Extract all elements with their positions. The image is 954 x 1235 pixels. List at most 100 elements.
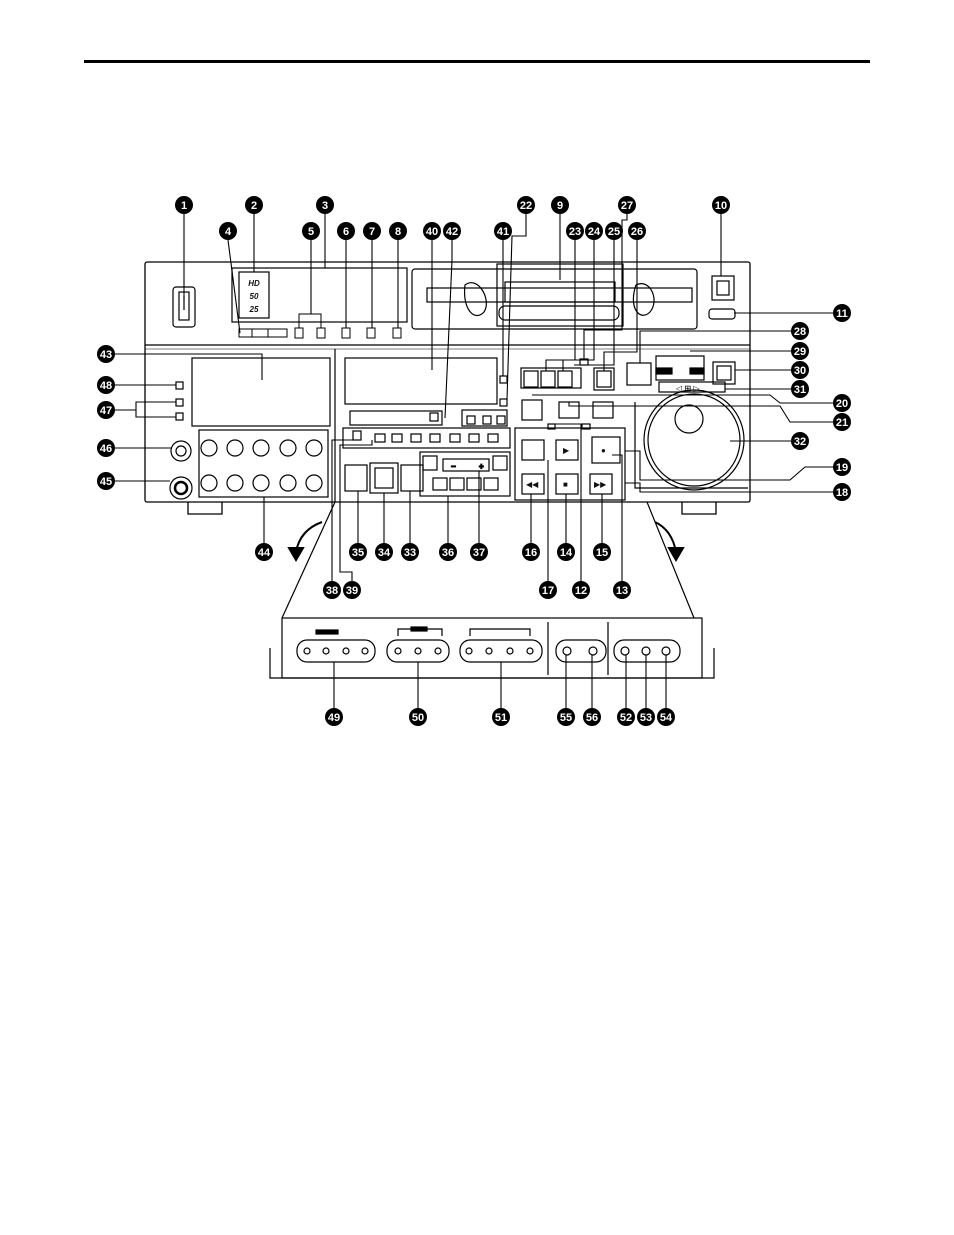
callout-number-5: 5 [308,226,314,238]
callout-circle-32 [791,432,809,450]
headphone-jack[interactable] [169,440,193,500]
callout-46: 46 [97,439,115,457]
jog-direction-symbols: ◁ ⊞ ▷ [675,384,700,393]
callout-5: 5 [302,222,320,240]
callout-circle-23 [566,222,584,240]
leader-line-47 [612,454,623,581]
callout-35: 35 [349,543,367,561]
leader-line-15 [574,240,615,366]
callout-circle-10 [712,196,730,214]
callout-circle-28 [791,322,809,340]
callout-circle-18 [833,483,851,501]
callout-8: 8 [389,222,407,240]
callout-circle-39 [343,581,361,599]
callout-53: 53 [637,708,655,726]
callout-number-2: 2 [251,200,257,212]
callout-number-14: 14 [560,547,573,559]
audio-level-knobs[interactable] [198,429,329,498]
leader-line-24 [532,394,833,404]
jog-mode-buttons[interactable] [521,399,614,430]
callout-number-38: 38 [326,585,338,597]
leader-line-44 [339,440,373,581]
callout-circle-26 [628,222,646,240]
callout-circle-22 [517,196,535,214]
callout-number-48: 48 [100,380,112,392]
callout-circle-20 [833,394,851,412]
subpanel-switches[interactable] [296,639,681,663]
callout-25: 25 [605,222,623,240]
menu-buttons[interactable]: − + [344,451,511,497]
callout-34: 34 [375,543,393,561]
cassette-slot[interactable] [411,263,698,330]
top-buttons-row[interactable] [238,313,402,339]
left-panel [175,349,336,502]
center-display [342,357,511,449]
callout-24: 24 [585,222,603,240]
callout-number-51: 51 [495,712,507,724]
callout-51: 51 [492,708,510,726]
callout-circle-30 [791,361,809,379]
callout-circle-25 [605,222,623,240]
callout-55: 55 [557,708,575,726]
callout-number-31: 31 [794,384,806,396]
callout-circle-7 [363,222,381,240]
format-50-label: 50 [250,292,259,301]
callout-number-23: 23 [569,226,581,238]
callout-number-27: 27 [621,200,633,212]
callout-number-29: 29 [794,346,806,358]
top-display-window [231,267,408,323]
stop-symbol: ■ [563,480,568,489]
callout-15: 15 [593,543,611,561]
callout-circle-21 [833,413,851,431]
callout-number-24: 24 [588,226,601,238]
callout-number-46: 46 [100,443,112,455]
callout-number-11: 11 [836,308,848,320]
callout-number-32: 32 [794,436,806,448]
callout-number-39: 39 [346,585,358,597]
play-symbol: ▶ [563,446,570,455]
callout-circle-53 [637,708,655,726]
callout-number-33: 33 [404,547,416,559]
callout-30: 30 [791,361,809,379]
callout-circle-1 [175,196,193,214]
callout-14: 14 [557,543,575,561]
leader-line-17 [603,240,638,371]
fold-arrows [287,521,685,562]
mode-buttons[interactable] [520,355,736,393]
transport-buttons[interactable] [514,427,626,501]
callout-number-56: 56 [586,712,598,724]
eject-button[interactable] [708,275,736,320]
callout-circle-42 [443,222,461,240]
callout-22: 22 [517,196,535,214]
callout-43: 43 [97,345,115,363]
callout-17: 17 [539,581,557,599]
callout-number-22: 22 [520,200,532,212]
callout-circle-6 [337,222,355,240]
callout-number-20: 20 [836,398,848,410]
callout-circle-56 [583,708,601,726]
callout-number-44: 44 [258,547,271,559]
callout-number-1: 1 [181,200,187,212]
leader-line-43 [331,439,353,581]
callout-number-16: 16 [525,547,537,559]
callout-56: 56 [583,708,601,726]
callout-number-34: 34 [378,547,391,559]
callout-number-42: 42 [446,226,458,238]
callout-number-8: 8 [395,226,401,238]
callout-number-17: 17 [542,585,554,597]
callout-54: 54 [657,708,675,726]
callout-number-54: 54 [660,712,673,724]
callout-circle-15 [593,543,611,561]
callout-circle-44 [255,543,273,561]
callout-number-53: 53 [640,712,652,724]
callout-circle-29 [791,342,809,360]
callout-circle-50 [409,708,427,726]
callout-number-50: 50 [412,712,424,724]
callout-circle-13 [613,581,631,599]
callout-circle-37 [470,543,488,561]
callout-number-3: 3 [322,200,328,212]
jog-shuttle-dial[interactable] [634,389,748,491]
callout-7: 7 [363,222,381,240]
callout-52: 52 [617,708,635,726]
